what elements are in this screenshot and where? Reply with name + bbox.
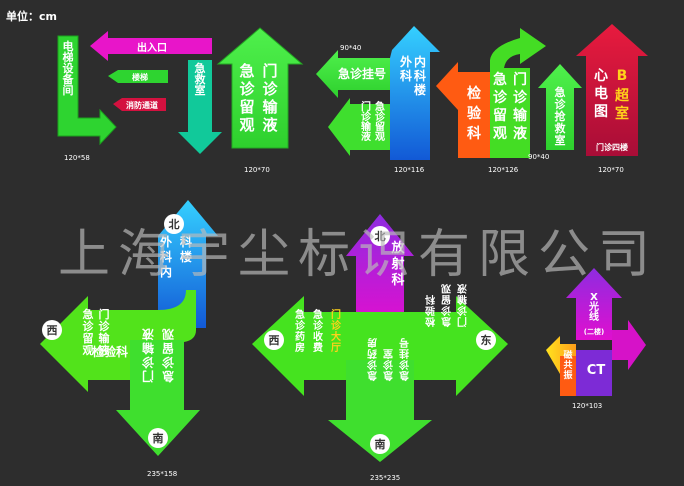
size-label: 235*158 bbox=[147, 470, 178, 478]
sign-label: 急诊药房 bbox=[295, 308, 306, 354]
sign-label: 门诊输液 bbox=[361, 100, 372, 143]
sign-label: 急诊留观 bbox=[83, 307, 95, 357]
sign-7 bbox=[40, 200, 218, 456]
sign-label: 出入口 bbox=[137, 41, 167, 54]
sign-label: 急诊留观 bbox=[440, 282, 451, 328]
sign-label: 门诊输液 bbox=[456, 282, 467, 328]
sign-label: 急诊收费 bbox=[313, 308, 324, 354]
sign-6 bbox=[576, 24, 648, 156]
sign-label: 内科楼 bbox=[414, 54, 426, 97]
size-label: 120*70 bbox=[598, 166, 624, 174]
sign-5 bbox=[538, 64, 582, 150]
sign-label: 心电图 bbox=[594, 68, 608, 120]
sign-label: 门诊输液 bbox=[262, 62, 278, 134]
size-label: 90*40 bbox=[340, 44, 362, 52]
size-label: 90*40 bbox=[528, 153, 550, 161]
sign-label: 电梯设备间 bbox=[62, 39, 75, 97]
size-label: 120*70 bbox=[244, 166, 270, 174]
sign-label: 急诊留观 bbox=[161, 327, 174, 384]
size-label: 235*235 bbox=[370, 474, 401, 482]
sign-label: 外科 bbox=[400, 54, 412, 83]
sign-label: 放射科 bbox=[390, 240, 405, 288]
sign-label: 检验科 bbox=[467, 85, 482, 142]
compass-north-1 bbox=[164, 214, 184, 234]
compass-west-2 bbox=[264, 330, 284, 350]
sign-label: 急诊留观 bbox=[375, 100, 386, 143]
compass-north-2 bbox=[370, 226, 390, 246]
sign-label: 磁共振 bbox=[563, 349, 573, 381]
sign-label: 门诊输液 bbox=[513, 71, 528, 142]
compass-letter: 西 bbox=[269, 334, 280, 347]
compass-letter: 北 bbox=[375, 229, 386, 243]
sign-9 bbox=[546, 268, 646, 396]
size-label: 120*126 bbox=[488, 166, 519, 174]
compass-letter: 南 bbox=[153, 431, 164, 445]
unit-label: 单位：cm bbox=[6, 10, 57, 23]
sign-label: 检验科 bbox=[92, 344, 128, 359]
compass-west-1 bbox=[42, 320, 62, 340]
compass-east-2 bbox=[476, 330, 496, 350]
sign-label: 急救室 bbox=[195, 61, 206, 97]
sign-label: 检验科 bbox=[424, 293, 435, 328]
sign-1 bbox=[57, 31, 222, 154]
compass-south-2 bbox=[370, 434, 390, 454]
sign-2 bbox=[216, 27, 304, 149]
sign-label: 门诊大厅 bbox=[331, 308, 342, 354]
compass-letter: 南 bbox=[375, 437, 386, 451]
sign-label: 门诊输液 bbox=[99, 307, 111, 357]
sign-label: 急诊留观 bbox=[493, 71, 508, 142]
sign-label: 急诊留观 bbox=[239, 62, 255, 134]
sign-label: CT bbox=[587, 363, 606, 378]
sign-label: 楼梯 bbox=[132, 72, 148, 82]
sign-label: 外科内 bbox=[160, 234, 172, 279]
compass-letter: 西 bbox=[47, 324, 58, 337]
sign-label: 急诊药房 bbox=[366, 336, 377, 382]
compass-letter: 北 bbox=[169, 217, 180, 231]
sign-label: (二楼) bbox=[584, 327, 604, 336]
sign-label: 急诊抢救室 bbox=[555, 85, 567, 147]
sign-8 bbox=[252, 214, 508, 462]
sign-label: 急诊挂号 bbox=[338, 66, 386, 81]
sign-label: 急诊室 bbox=[382, 347, 393, 382]
sign-label: B bbox=[617, 68, 628, 84]
compass-south-1 bbox=[148, 428, 168, 448]
size-label: 120*58 bbox=[64, 154, 90, 162]
sign-4 bbox=[436, 28, 546, 158]
sign-label: 急诊挂号 bbox=[398, 336, 409, 382]
size-label: 120*103 bbox=[572, 402, 603, 410]
compass-letter: 东 bbox=[481, 333, 492, 347]
compass-markers bbox=[42, 214, 496, 454]
sign-label: 超室 bbox=[614, 87, 630, 122]
size-label: 120*116 bbox=[394, 166, 425, 174]
sign-label: 科楼 bbox=[180, 234, 192, 264]
sign-3 bbox=[316, 26, 440, 160]
sign-label: 消防通道 bbox=[126, 100, 158, 110]
sign-label: 门诊四楼 bbox=[596, 142, 628, 152]
sign-label: 门诊输液 bbox=[141, 327, 154, 384]
